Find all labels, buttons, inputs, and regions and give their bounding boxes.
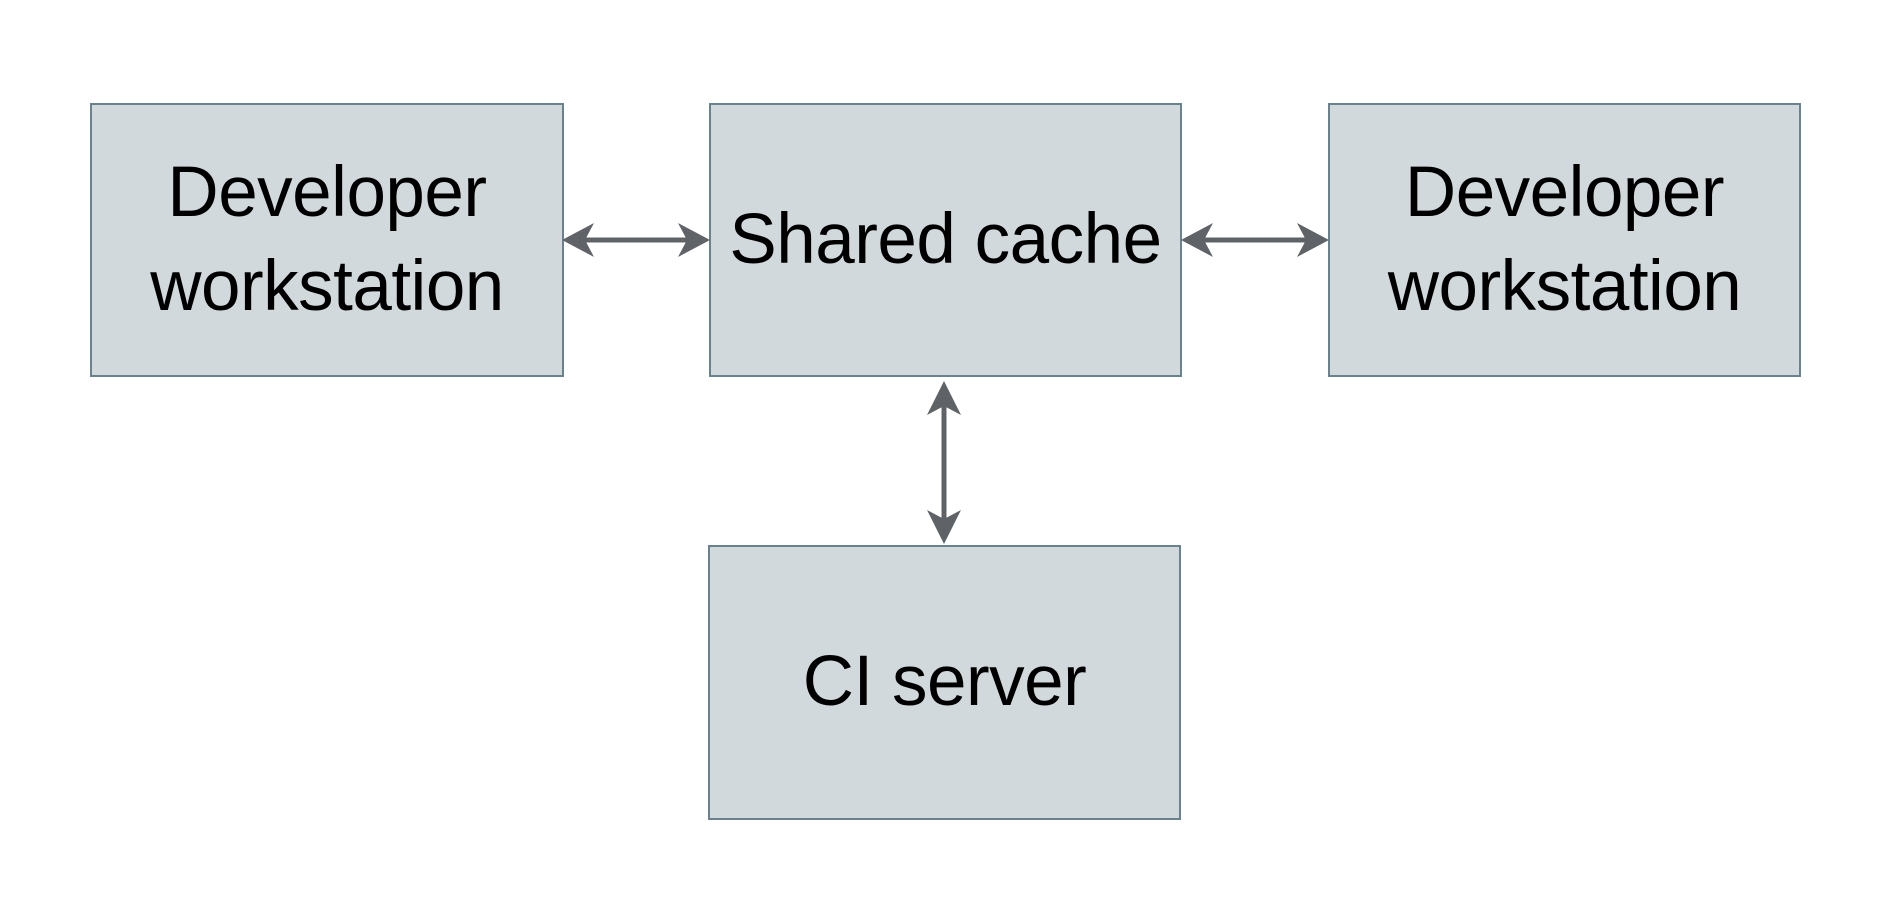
bidirectional-arrow-sharedcache-ciserver — [923, 379, 965, 546]
node-label-developer-workstation-right: Developer workstation — [1387, 152, 1742, 326]
node-shared-cache: Shared cache — [709, 103, 1182, 377]
node-developer-workstation-left: Developer workstation — [90, 103, 564, 377]
node-developer-workstation-right: Developer workstation — [1328, 103, 1801, 377]
node-label-ci-server: CI server — [802, 642, 1087, 722]
node-label-shared-cache: Shared cache — [729, 199, 1162, 279]
node-label-developer-workstation-left: Developer workstation — [150, 152, 504, 326]
node-ci-server: CI server — [708, 545, 1181, 820]
double-arrow-horizontal-icon — [562, 223, 710, 257]
bidirectional-arrow-sharedcache-devright — [1179, 219, 1331, 261]
double-arrow-horizontal-icon — [1181, 223, 1329, 257]
double-arrow-vertical-icon — [927, 381, 961, 544]
bidirectional-arrow-devleft-sharedcache — [560, 219, 712, 261]
